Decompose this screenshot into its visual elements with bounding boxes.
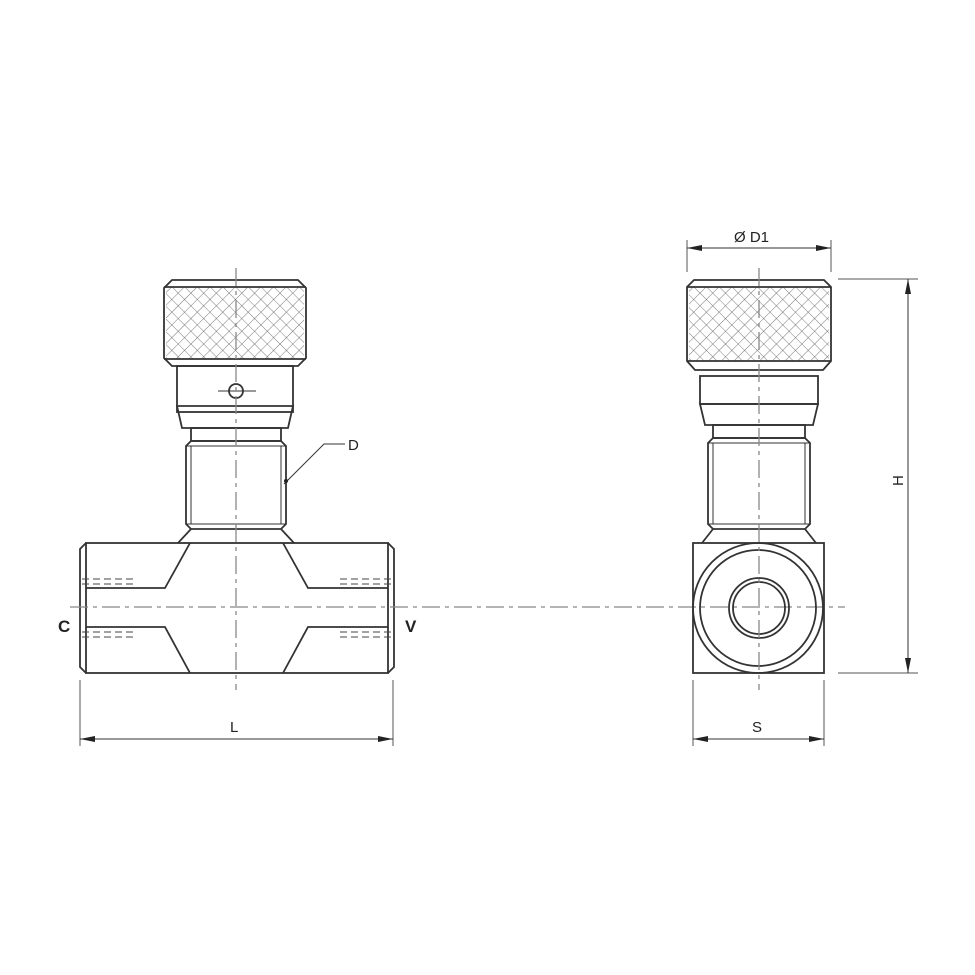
label-port-out: V xyxy=(405,617,417,636)
label-knob-diameter: Ø D1 xyxy=(734,229,769,246)
label-height: H xyxy=(890,475,907,486)
label-body-width: S xyxy=(752,719,762,736)
dimension-height: H xyxy=(838,278,918,674)
port-outer-circle xyxy=(692,542,824,674)
knurled-knob xyxy=(163,279,307,367)
side-view: Ø D1 H S xyxy=(686,229,918,746)
dimension-body-width: S xyxy=(692,680,825,746)
front-view: D C V L xyxy=(58,268,417,746)
dimension-knob-diameter: Ø D1 xyxy=(686,229,832,272)
dimension-length: L xyxy=(79,680,394,746)
thread-leader xyxy=(283,443,345,485)
valve-body xyxy=(79,542,395,674)
label-thread: D xyxy=(348,437,359,454)
label-length: L xyxy=(230,719,238,736)
knob-collar xyxy=(175,365,295,429)
label-port-in: C xyxy=(58,617,70,636)
